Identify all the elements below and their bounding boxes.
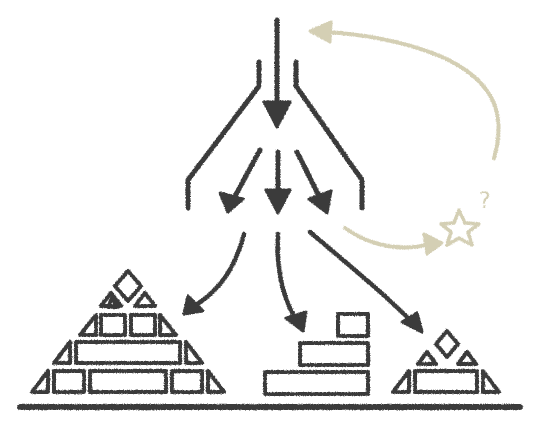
funnel-icon [185,17,365,215]
star-icon [439,208,481,247]
output-arrow-center [275,231,308,333]
funnel-right-wall [293,59,365,211]
feedback-loop: ? [308,20,501,256]
star-arrow [343,226,432,250]
pyramid-icon [30,269,226,394]
funnel-left-wall [185,59,262,211]
stairs-icon [263,312,370,396]
funnel-arrow-left [218,147,263,214]
feedback-arrow [324,30,501,160]
input-arrow [262,17,292,129]
funnel-arrow-center [264,149,292,215]
output-arrow-left [182,231,247,316]
small-pyramid-icon [391,329,501,394]
question-mark: ? [479,189,491,214]
output-arrow-right [307,229,424,334]
funnel-arrow-right [294,149,333,215]
